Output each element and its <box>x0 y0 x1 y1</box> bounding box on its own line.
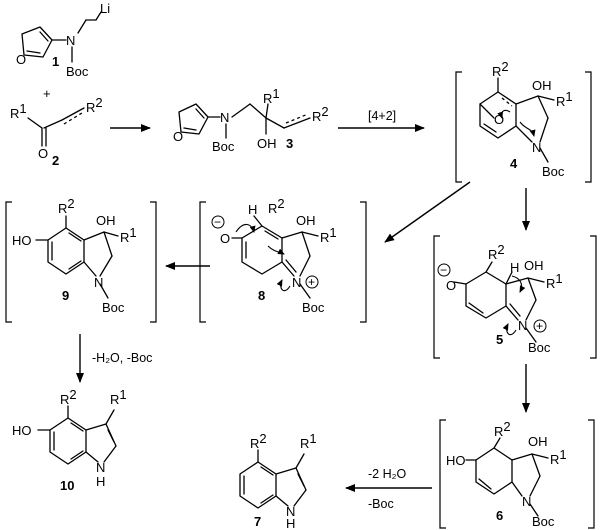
atom-o-bridge-4: O <box>494 112 504 127</box>
boc-group-9: Boc <box>102 300 125 315</box>
plus-charge-8: + <box>308 275 315 289</box>
compound-label-8: 8 <box>258 288 265 303</box>
atom-o-furan-3: O <box>173 129 183 144</box>
atom-n-7: N <box>286 504 295 519</box>
compound-3: O N Boc R1 OH R2 3 <box>173 86 329 154</box>
compound-label-1: 1 <box>52 54 59 69</box>
compound-1: O N Li Boc 1 <box>16 1 110 79</box>
arrow-4-to-8 <box>384 181 471 243</box>
intermediate-4: R2 OH R1 O N Boc 4 <box>455 59 592 183</box>
compound-label-10: 10 <box>60 478 74 493</box>
hydroxyl-5: OH <box>524 258 544 273</box>
atom-h-8: H <box>248 202 257 217</box>
atom-n-5: N <box>518 318 527 333</box>
product-7: R2 R1 N H 7 <box>239 431 317 530</box>
atom-n-3: N <box>220 110 229 125</box>
bracket-right-6 <box>588 419 595 529</box>
r2-group-3: R2 <box>312 104 329 124</box>
r1-group-6: R1 <box>550 447 567 467</box>
bracket-left-9 <box>5 201 12 323</box>
r2-group-9: R2 <box>58 196 75 216</box>
atom-h-7: H <box>286 516 295 530</box>
atom-o-2: O <box>38 146 48 161</box>
product-10: R2 R1 HO N H 10 <box>12 387 127 493</box>
compound-label-2: 2 <box>52 153 59 168</box>
condition-dehydration-6-a: -2 H₂O <box>368 467 406 481</box>
atom-n-10: N <box>96 460 105 475</box>
hydroxyl-8: OH <box>296 213 316 228</box>
condition-dehydration-6-b: -Boc <box>368 497 394 511</box>
hydroxyl-6: OH <box>528 434 548 449</box>
r2-group-5: R2 <box>488 242 505 262</box>
compound-label-9: 9 <box>62 288 69 303</box>
intermediate-8: − O H R2 OH R1 N + Boc 8 <box>199 196 367 323</box>
bracket-right-5 <box>590 235 597 359</box>
atom-o-5: O <box>446 278 456 293</box>
boc-group-3: Boc <box>212 139 235 154</box>
compound-label-3: 3 <box>286 136 293 151</box>
atom-n-8: N <box>292 275 301 290</box>
boc-group-4: Boc <box>542 164 565 179</box>
boc-group-1: Boc <box>66 64 89 79</box>
boc-group-6: Boc <box>532 514 555 529</box>
r1-group-5: R1 <box>546 271 563 291</box>
r2-group-2: R2 <box>86 95 103 115</box>
intermediate-9: R2 OH R1 HO N Boc 9 <box>5 196 157 323</box>
plus-charge-5: + <box>536 319 543 333</box>
bracket-right-8 <box>360 201 367 323</box>
atom-o-8: O <box>220 231 230 246</box>
atom-n-9: N <box>94 275 103 290</box>
bracket-left-4 <box>455 71 462 183</box>
atom-li: Li <box>100 1 110 16</box>
boc-group-8: Boc <box>302 300 325 315</box>
hydroxyl-3: OH <box>257 136 277 151</box>
atom-n-6: N <box>522 494 531 509</box>
r1-group-4: R1 <box>556 89 573 109</box>
r1-group-8: R1 <box>320 225 337 245</box>
compound-label-7: 7 <box>254 514 261 529</box>
compound-label-6: 6 <box>496 508 503 523</box>
hydroxyl-10: HO <box>12 423 32 438</box>
bracket-right-9 <box>150 201 157 323</box>
minus-charge-5: − <box>440 263 447 277</box>
r1-group-9: R1 <box>120 225 137 245</box>
intermediate-5: − O R2 H OH R1 N + Boc 5 <box>433 235 597 359</box>
r2-group-8: R2 <box>268 196 285 216</box>
compound-label-4: 4 <box>510 156 518 171</box>
compound-2: R1 O R2 2 <box>10 95 103 168</box>
atom-h-10: H <box>96 474 105 489</box>
r2-group-10: R2 <box>60 387 77 407</box>
r1-group-7: R1 <box>300 431 317 451</box>
atom-o-furan-1: O <box>16 52 26 67</box>
atom-h-5: H <box>510 260 519 275</box>
minus-charge-8: − <box>214 215 221 229</box>
plus-sign: + <box>43 86 51 101</box>
bracket-left-8 <box>199 201 206 323</box>
bracket-left-6 <box>439 419 446 529</box>
compound-label-5: 5 <box>496 332 503 347</box>
hydroxyl-9: OH <box>96 213 116 228</box>
hydroxyl-4: OH <box>532 78 552 93</box>
bracket-left-5 <box>433 235 440 359</box>
condition-dehydration-9: -H₂O, -Boc <box>92 351 152 365</box>
r1-group-10: R1 <box>110 387 127 407</box>
hydroxyl-ring-6: HO <box>446 453 466 468</box>
r2-group-4: R2 <box>492 59 509 79</box>
r1-group-2: R1 <box>10 101 27 121</box>
r2-group-7: R2 <box>250 431 267 451</box>
r2-group-6: R2 <box>494 419 511 439</box>
boc-group-5: Boc <box>528 340 551 355</box>
hydroxyl-phenol-9: HO <box>12 233 32 248</box>
r1-group-3: R1 <box>263 86 280 106</box>
intermediate-6: R2 OH R1 HO N Boc 6 <box>439 419 595 529</box>
atom-n-1: N <box>66 33 75 48</box>
atom-n-4: N <box>532 140 541 155</box>
condition-cycloaddition: [4+2] <box>368 109 396 123</box>
bracket-right-4 <box>585 71 592 183</box>
